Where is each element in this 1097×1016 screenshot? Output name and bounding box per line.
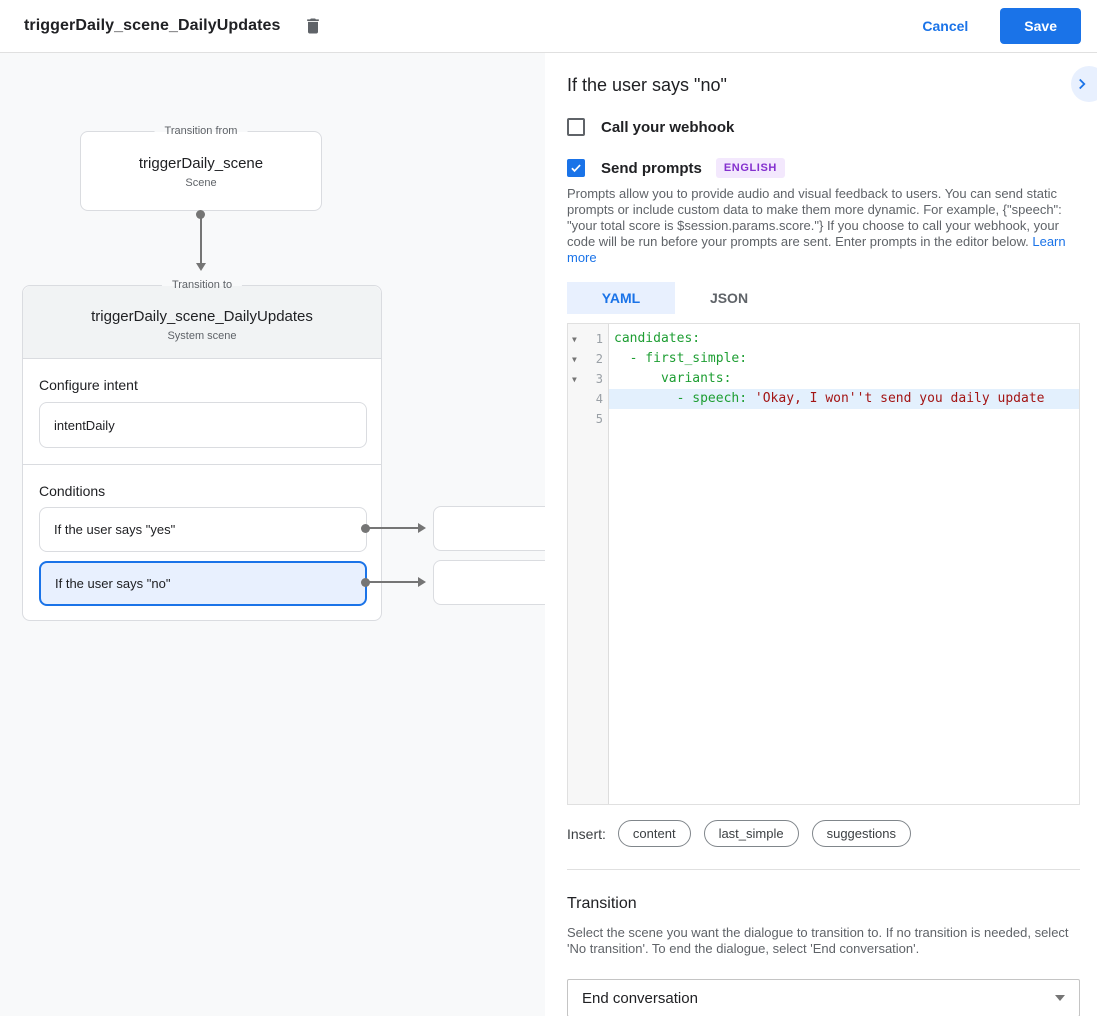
prompts-description: Prompts allow you to provide audio and v… [567, 186, 1066, 265]
caret-down-icon [1055, 995, 1065, 1001]
arrow-right-icon [418, 577, 426, 587]
condition-item-label: If the user says "yes" [54, 522, 176, 537]
line-number: 3 [595, 372, 603, 386]
line-number: 5 [595, 412, 603, 426]
line-number: 2 [595, 352, 603, 366]
call-webhook-checkbox[interactable] [567, 118, 585, 136]
code-line[interactable] [609, 409, 1079, 429]
language-badge: ENGLISH [715, 158, 785, 178]
transition-from-legend: Transition from [154, 124, 248, 139]
connector-dot [196, 210, 205, 219]
condition-item-yes[interactable]: If the user says "yes" [39, 507, 367, 552]
connector-line [368, 581, 418, 583]
transition-from-node[interactable]: Transition from triggerDaily_scene Scene [80, 124, 322, 211]
to-scene-subtitle: System scene [167, 330, 237, 342]
code-editor-content[interactable]: candidates: - first_simple: variants: - … [609, 324, 1079, 804]
condition-item-no[interactable]: If the user says "no" [39, 561, 367, 606]
arrow-right-icon [418, 523, 426, 533]
send-prompts-checkbox[interactable] [567, 159, 585, 177]
code-line[interactable]: candidates: [614, 331, 701, 346]
tab-json[interactable]: JSON [709, 290, 749, 306]
insert-row: Insert: content last_simple suggestions [567, 820, 1080, 847]
learn-more-link[interactable]: Learn more [567, 234, 1066, 265]
transition-target-node[interactable] [433, 506, 545, 551]
intent-item-label: intentDaily [54, 417, 115, 433]
trash-icon [303, 16, 323, 36]
insert-chip-suggestions[interactable]: suggestions [811, 820, 911, 847]
transition-to-legend: Transition to [161, 278, 243, 293]
code-line[interactable]: variants: [614, 371, 732, 386]
transition-target-node[interactable] [433, 560, 545, 605]
checkmark-icon [569, 161, 583, 175]
from-scene-title: triggerDaily_scene [138, 155, 264, 172]
section-divider [567, 869, 1080, 870]
insert-label: Insert: [567, 825, 606, 842]
fold-toggle-icon[interactable]: ▼ [572, 334, 577, 344]
cancel-button[interactable]: Cancel [906, 10, 984, 42]
transition-to-node: Transition to triggerDaily_scene_DailyUp… [22, 278, 382, 621]
delete-button[interactable] [299, 12, 327, 40]
from-scene-subtitle: Scene [185, 177, 217, 189]
save-button[interactable]: Save [1000, 8, 1081, 44]
chevron-right-icon [1073, 75, 1097, 93]
insert-chip-content[interactable]: content [617, 820, 691, 847]
code-editor: ▼ 1 ▼ 2 ▼ 3 4 5 candidates: - first_simple: var… [567, 323, 1080, 805]
to-scene-title: triggerDaily_scene_DailyUpdates [91, 308, 313, 325]
line-number: 4 [595, 392, 603, 406]
page-title: triggerDaily_scene_DailyUpdates [24, 17, 281, 34]
transition-heading: Transition [567, 895, 637, 912]
connector-dot [361, 524, 370, 533]
scene-flow-canvas: Transition from triggerDaily_scene Scene… [0, 53, 545, 1016]
arrow-down-icon [196, 263, 206, 271]
send-prompts-label: Send prompts [601, 159, 702, 177]
transition-dropdown-value: End conversation [582, 989, 698, 1007]
call-webhook-label: Call your webhook [601, 118, 735, 136]
connector-line [368, 527, 418, 529]
connector-line [200, 217, 202, 263]
line-number: 1 [595, 332, 603, 346]
code-line[interactable]: - speech: 'Okay, I won''t send you daily… [609, 389, 1079, 409]
transition-dropdown[interactable]: End conversation [567, 979, 1080, 1016]
panel-title: If the user says "no" [567, 75, 727, 95]
fold-toggle-icon[interactable]: ▼ [572, 354, 577, 364]
condition-item-label: If the user says "no" [55, 576, 171, 591]
connector-dot [361, 578, 370, 587]
code-line[interactable]: - first_simple: [614, 351, 748, 366]
transition-section: Transition Select the scene you want the… [545, 870, 1097, 1016]
top-bar: triggerDaily_scene_DailyUpdates Cancel S… [0, 0, 1097, 53]
collapse-panel-button[interactable] [1071, 66, 1097, 102]
configure-intent-label: Configure intent [39, 377, 138, 393]
intent-item[interactable]: intentDaily [39, 402, 367, 448]
tab-yaml[interactable]: YAML [567, 282, 675, 314]
conditions-label: Conditions [39, 483, 106, 499]
insert-chip-last-simple[interactable]: last_simple [703, 820, 799, 847]
fold-toggle-icon[interactable]: ▼ [572, 374, 577, 384]
node-section-divider [23, 464, 381, 465]
code-editor-gutter: ▼ 1 ▼ 2 ▼ 3 4 5 [568, 324, 609, 804]
to-scene-header[interactable]: triggerDaily_scene_DailyUpdates System s… [23, 286, 381, 359]
condition-editor-panel: If the user says "no" Call your webhook [545, 53, 1097, 1016]
editor-format-tabs: YAML JSON [567, 282, 1080, 314]
transition-description: Select the scene you want the dialogue t… [567, 925, 1069, 956]
